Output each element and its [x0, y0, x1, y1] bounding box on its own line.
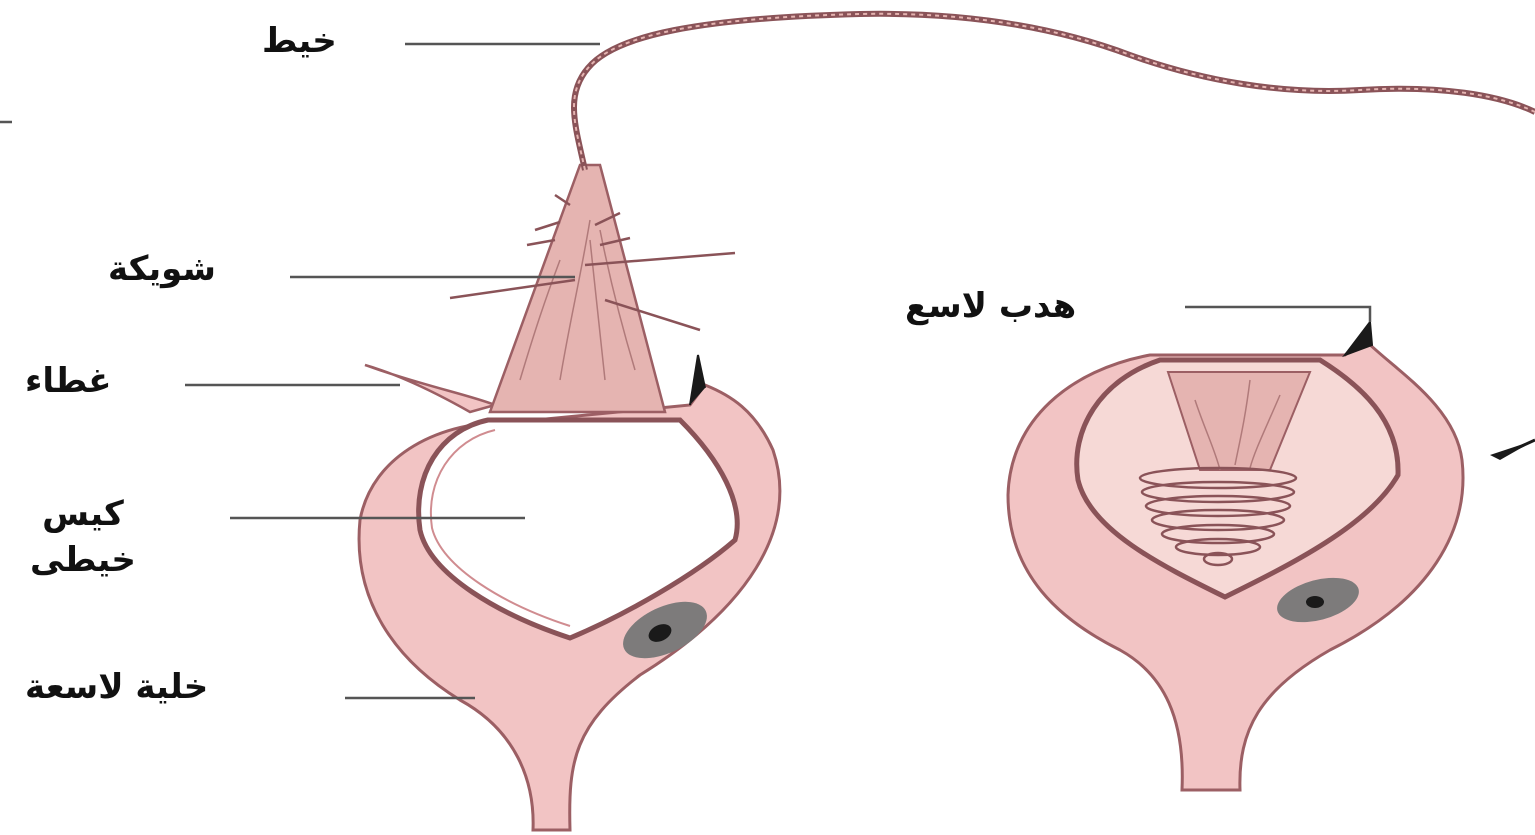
leader-trigger	[1185, 307, 1370, 322]
nucleus-inner-2	[1306, 596, 1324, 608]
operculum-lid	[365, 365, 495, 412]
thread	[574, 14, 1535, 170]
label-cell: خلية لاسعة	[25, 670, 208, 704]
pointer-arrow-shaft	[1500, 440, 1535, 456]
label-capsule: كيس خيطى	[30, 492, 136, 584]
label-capsule-line1: كيس	[30, 492, 136, 538]
label-capsule-line2: خيطى	[30, 538, 136, 584]
thread-highlight	[574, 14, 1535, 170]
undischarged-cnidocyte	[1008, 322, 1535, 790]
label-lid: غطاء	[25, 364, 112, 398]
label-trigger: هدب لاسع	[905, 289, 1076, 323]
label-spine: شويكة	[108, 252, 216, 286]
label-thread: خيط	[262, 24, 337, 58]
discharged-cnidocyte	[359, 165, 780, 830]
